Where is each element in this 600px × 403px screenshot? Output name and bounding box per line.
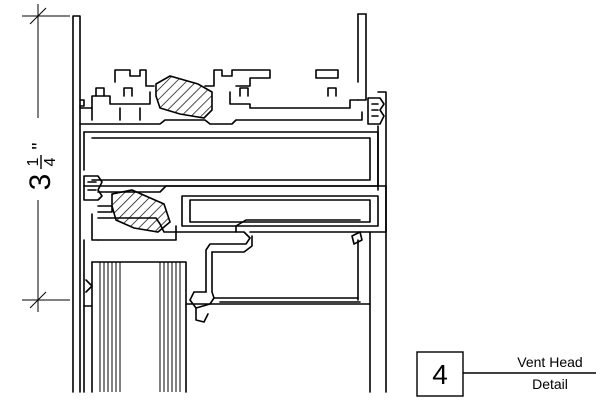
- vent-screen-frame: [189, 231, 363, 323]
- frame-right-leg: [357, 91, 387, 393]
- thermal-break-lower: [111, 189, 171, 233]
- dimension-tick-top: [29, 7, 47, 25]
- detail-title-line1: Vent Head: [517, 354, 582, 370]
- dimension-label: 3 1 4 ": [24, 118, 59, 200]
- dimension-unit: ": [29, 142, 51, 149]
- detail-title-line2: Detail: [532, 376, 568, 392]
- thermal-break-upper: [155, 75, 213, 119]
- detail-callout: 4 Vent Head Detail: [416, 351, 596, 397]
- dimension-whole: 3: [24, 174, 57, 191]
- dimension-denominator: 4: [42, 157, 59, 166]
- frame-jamb: [72, 15, 85, 393]
- seal-left-middle: [83, 175, 103, 201]
- detail-number-box: [416, 351, 464, 397]
- dimension-tick-bottom: [29, 291, 47, 309]
- detail-number: 4: [432, 359, 448, 390]
- head-extrusion: [79, 13, 367, 125]
- dimension-numerator: 1: [25, 157, 42, 166]
- seal-upper-right: [367, 97, 385, 125]
- lower-glazing-panel: [83, 239, 371, 393]
- middle-tube: [83, 131, 379, 187]
- dimension-callout: 3 1 4 ": [22, 4, 70, 312]
